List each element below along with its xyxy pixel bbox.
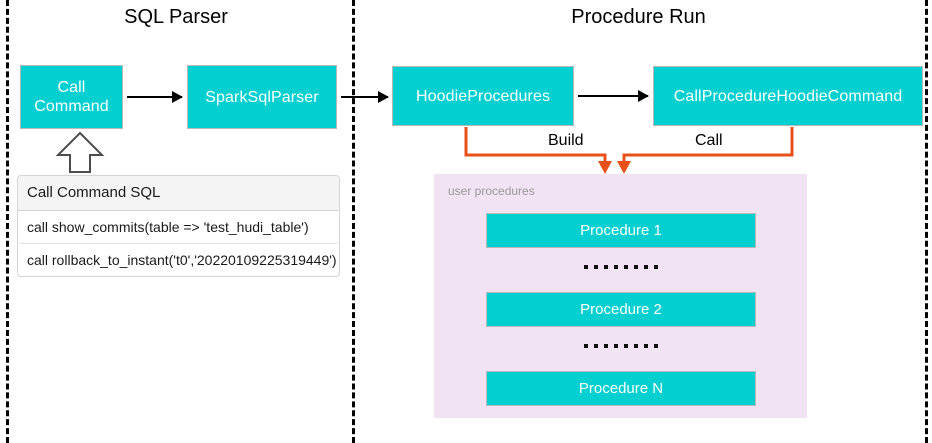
section-title-sql-parser: SQL Parser: [124, 6, 228, 28]
sql-table-header: Call Command SQL: [18, 176, 339, 211]
down-arrow-icon-call: [617, 161, 631, 174]
call-command-sql-table: Call Command SQL call show_commits(table…: [17, 175, 340, 277]
ellipsis-dots: [486, 257, 756, 277]
section-title-procedure-run: Procedure Run: [571, 6, 706, 28]
divider-right: [925, 0, 928, 443]
ellipsis-dots: [486, 336, 756, 356]
hollow-up-arrow-icon: [55, 131, 105, 173]
user-procedures-panel: user procedures Procedure 1 Procedure 2 …: [434, 174, 807, 418]
right-arrow-icon-call-command-to-spark-sql-parser: [127, 91, 183, 103]
dot: [624, 265, 628, 269]
dot: [624, 344, 628, 348]
dot: [644, 265, 648, 269]
dot: [634, 344, 638, 348]
user-procedures-caption: user procedures: [448, 184, 535, 198]
edge-label-call: Call: [695, 132, 723, 149]
edge-label-build: Build: [548, 132, 584, 149]
dot: [584, 344, 588, 348]
down-arrow-icon-build: [598, 161, 612, 174]
sql-table-row: call rollback_to_instant('t0','202201092…: [27, 252, 337, 268]
dot: [594, 265, 598, 269]
dot: [614, 344, 618, 348]
node-procedure-2[interactable]: Procedure 2: [486, 292, 756, 327]
right-arrow-icon-hoodie-procedures-to-call-procedure-hoodie-command: [578, 90, 649, 102]
dot: [594, 344, 598, 348]
dot: [614, 265, 618, 269]
node-call-command[interactable]: Call Command: [20, 65, 123, 129]
dot: [654, 265, 658, 269]
dot: [604, 344, 608, 348]
node-procedure-1[interactable]: Procedure 1: [486, 213, 756, 248]
node-hoodie-procedures[interactable]: HoodieProcedures: [392, 66, 574, 126]
build-connector-path: [464, 127, 607, 163]
dot: [604, 265, 608, 269]
dot: [634, 265, 638, 269]
divider-left: [6, 0, 9, 443]
right-arrow-icon-spark-sql-parser-to-hoodie-procedures: [341, 91, 389, 103]
dot: [644, 344, 648, 348]
dot: [654, 344, 658, 348]
sql-table-row: call show_commits(table => 'test_hudi_ta…: [18, 211, 339, 244]
node-call-procedure-hoodie-command[interactable]: CallProcedureHoodieCommand: [653, 66, 923, 126]
node-procedure-n[interactable]: Procedure N: [486, 371, 756, 406]
divider-middle: [352, 0, 355, 443]
dot: [584, 265, 588, 269]
node-spark-sql-parser[interactable]: SparkSqlParser: [187, 65, 337, 129]
